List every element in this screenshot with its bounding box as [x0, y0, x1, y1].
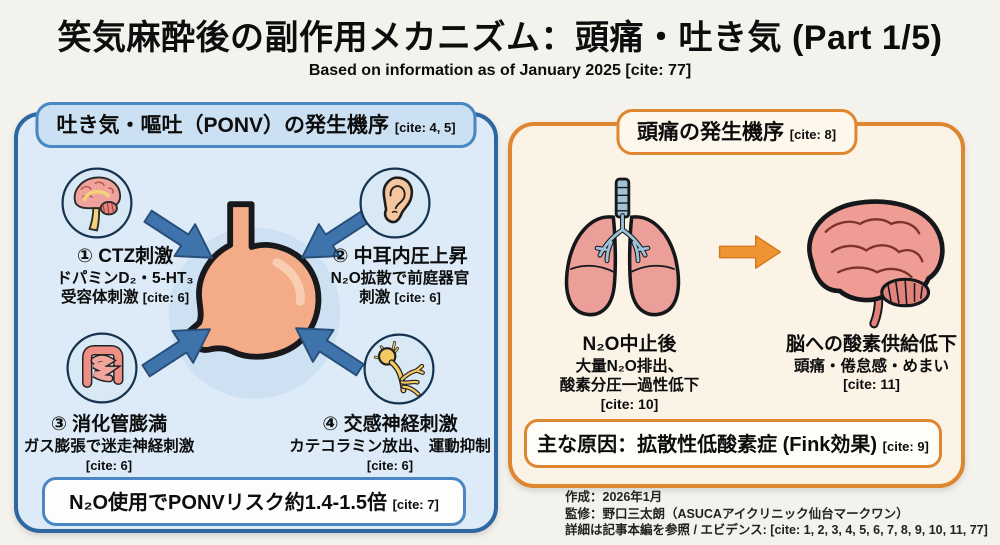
page-title: 笑気麻酔後の副作用メカニズム：頭痛・吐き気 (Part 1/5) [57, 19, 943, 57]
nerve-icon [362, 332, 436, 406]
ponv-item-gut: ③ 消化管膨満 ガス膨張で迷走神経刺激 [cite: 6] [14, 413, 204, 475]
ponv-item-gut-title: ③ 消化管膨満 [50, 414, 168, 435]
headache-step-lungs-sub1: 大量N₂O排出、 [575, 357, 684, 375]
ponv-item-gut-cite: [cite: 6] [85, 457, 133, 473]
lungs-icon [545, 172, 700, 332]
headache-step-lungs-sub2: 酸素分圧一過性低下 [559, 377, 700, 395]
ponv-risk-banner-text: N₂O使用でPONVリスク約1.4-1.5倍 [69, 492, 388, 514]
ponv-header-text: 吐き気・嘔吐（PONV）の発生機序 [56, 114, 389, 137]
ponv-item-ear: ② 中耳内圧上昇 N₂O拡散で前庭器官 刺激 [cite: 6] [300, 245, 500, 307]
ponv-panel: 吐き気・嘔吐（PONV）の発生機序 [cite: 4, 5] [14, 102, 500, 533]
ponv-item-ctz-sub1: ドパミンD₂・5-HT₃ [56, 269, 194, 287]
ponv-item-nerve-cite: [cite: 6] [366, 457, 414, 473]
page-subtitle: Based on information as of January 2025 … [308, 62, 692, 79]
ponv-item-ear-sub1: N₂O拡散で前庭器官 [330, 269, 470, 287]
headache-cause-banner-text: 主な原因：拡散性低酸素症 (Fink効果) [537, 434, 878, 456]
ponv-risk-banner-cite: [cite: 7] [392, 497, 439, 512]
ponv-item-nerve-sub1: カテコラミン放出、運動抑制 [289, 437, 491, 455]
ponv-item-ear-cite: [cite: 6] [394, 289, 441, 305]
ear-icon [358, 166, 432, 240]
ponv-item-ctz-sub2: 受容体刺激 [60, 288, 139, 306]
arrow-nerve-to-stomach-icon [282, 308, 374, 390]
ponv-panel-header: 吐き気・嘔吐（PONV）の発生機序 [cite: 4, 5] [35, 102, 477, 148]
headache-panel: 頭痛の発生機序 [cite: 8] [508, 109, 965, 488]
ponv-item-ctz: ① CTZ刺激 ドパミンD₂・5-HT₃ 受容体刺激 [cite: 6] [25, 245, 225, 307]
footer-credits: 作成：2026年1月 監修：野口三太朗（ASUCAアイクリニック仙台マークワン）… [565, 489, 995, 539]
headache-step-brain: 脳への酸素供給低下 頭痛・倦怠感・めまい [cite: 11] [764, 333, 979, 392]
headache-step-lungs-cite: [cite: 10] [600, 395, 659, 412]
ponv-item-ear-title: ② 中耳内圧上昇 [332, 246, 468, 267]
headache-cause-banner: 主な原因：拡散性低酸素症 (Fink効果) [cite: 9] [524, 419, 942, 468]
stomach-icon [162, 200, 347, 405]
ponv-item-ear-sub2: 刺激 [359, 288, 391, 306]
brain-lateral-icon [788, 185, 960, 333]
footer-supervisor: 監修：野口三太朗（ASUCAアイクリニック仙台マークワン） [565, 506, 909, 521]
ponv-header-cite: [cite: 4, 5] [394, 120, 456, 135]
ponv-item-nerve-title: ④ 交感神経刺激 [322, 414, 458, 435]
headache-step-lungs: N₂O中止後 大量N₂O排出、 酸素分圧一過性低下 [cite: 10] [532, 333, 727, 412]
headache-step-brain-cite: [cite: 11] [843, 376, 900, 393]
arrow-lungs-to-brain-icon [717, 233, 783, 271]
footer-evidence: 詳細は記事本編を参照 / エビデンス: [cite: 1, 2, 3, 4, 5… [565, 523, 988, 538]
intestine-icon [65, 331, 139, 405]
headache-cause-banner-cite: [cite: 9] [882, 439, 929, 454]
headache-step-brain-title: 脳への酸素供給低下 [785, 334, 957, 355]
headache-step-lungs-title: N₂O中止後 [582, 334, 677, 355]
ponv-item-gut-sub1: ガス膨張で迷走神経刺激 [23, 437, 195, 455]
headache-step-brain-sub1: 頭痛・倦怠感・めまい [793, 357, 949, 375]
headache-header-cite: [cite: 8] [789, 127, 837, 142]
headache-header-text: 頭痛の発生機序 [636, 121, 784, 144]
ponv-item-ctz-cite: [cite: 6] [142, 289, 190, 305]
brain-sagittal-icon [60, 166, 134, 240]
footer-created: 作成：2026年1月 [565, 490, 663, 504]
ponv-item-nerve: ④ 交感神経刺激 カテコラミン放出、運動抑制 [cite: 6] [283, 413, 497, 475]
arrow-gut-to-stomach-icon [132, 309, 224, 391]
ponv-risk-banner: N₂O使用でPONVリスク約1.4-1.5倍 [cite: 7] [42, 477, 466, 526]
arrow-ctz-to-stomach-icon [134, 196, 226, 278]
arrow-ear-to-stomach-icon [288, 196, 380, 278]
headache-panel-header: 頭痛の発生機序 [cite: 8] [615, 109, 858, 155]
ponv-item-ctz-title: ① CTZ刺激 [76, 246, 174, 267]
